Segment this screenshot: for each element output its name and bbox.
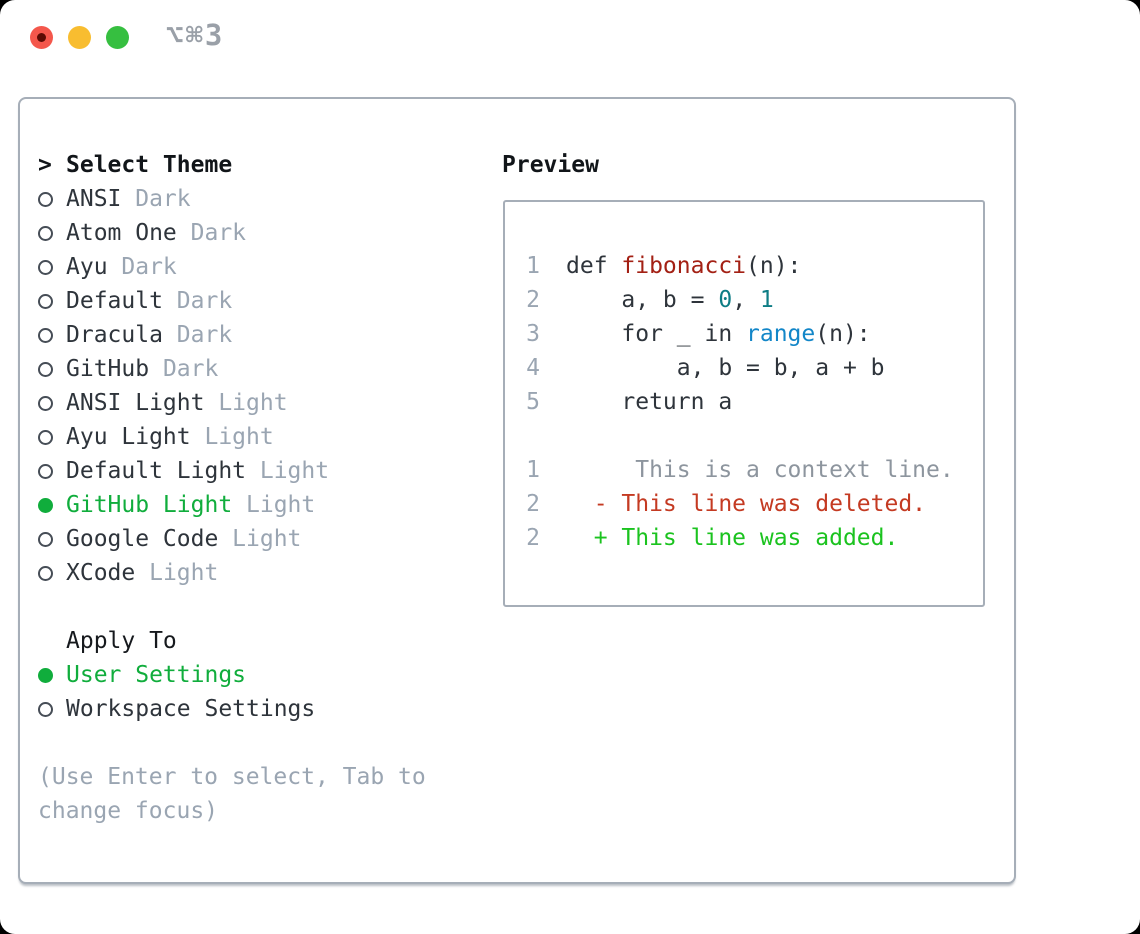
code-text: return a bbox=[566, 389, 733, 415]
code-text: for _ in range(n): bbox=[566, 321, 871, 347]
traffic-lights bbox=[30, 26, 129, 49]
theme-name: GitHub bbox=[66, 356, 150, 382]
theme-variant-tag: Dark bbox=[121, 254, 177, 280]
theme-variant-tag: Light bbox=[149, 560, 219, 586]
code-line: 2 a, b = 0, 1 bbox=[526, 283, 983, 317]
code-line: 4 a, b = b, a + b bbox=[526, 351, 983, 385]
radio-unselected-icon bbox=[38, 225, 53, 241]
theme-variant-tag: Dark bbox=[190, 220, 247, 246]
radio-unselected-icon bbox=[38, 327, 53, 343]
diff-text: - This line was deleted. bbox=[566, 491, 927, 517]
theme-name: ANSI bbox=[66, 186, 122, 212]
diff-context-line: 1 This is a context line. bbox=[526, 453, 983, 487]
line-number: 3 bbox=[526, 321, 540, 347]
theme-name: Dracula bbox=[66, 322, 163, 348]
diff-deleted-line: 2 - This line was deleted. bbox=[526, 487, 983, 521]
theme-variant-tag: Light bbox=[246, 492, 316, 518]
apply-option-name: Workspace Settings bbox=[66, 696, 316, 722]
close-button-icon[interactable] bbox=[30, 26, 53, 49]
radio-selected-icon bbox=[38, 667, 53, 683]
theme-variant-tag: Light bbox=[218, 390, 288, 416]
line-number: 2 bbox=[526, 491, 540, 517]
theme-option-ansi-light[interactable]: ANSI Light Light bbox=[38, 386, 426, 420]
keyboard-hint-line-2: change focus) bbox=[38, 798, 219, 824]
preview-title: Preview bbox=[502, 152, 599, 178]
theme-option-default-dark[interactable]: Default Dark bbox=[38, 284, 426, 318]
radio-unselected-icon bbox=[38, 395, 53, 411]
theme-option-github-light-selected[interactable]: GitHub Light Light bbox=[38, 488, 426, 522]
keyboard-hint-line-1: (Use Enter to select, Tab to bbox=[38, 764, 426, 790]
code-line: 1 def fibonacci(n): bbox=[526, 249, 983, 283]
zoom-button-icon[interactable] bbox=[106, 26, 129, 49]
radio-unselected-icon bbox=[38, 259, 53, 275]
diff-text: + This line was added. bbox=[566, 525, 899, 551]
theme-name: GitHub Light bbox=[66, 492, 233, 518]
code-line: 5 return a bbox=[526, 385, 983, 419]
theme-option-atom-one-dark[interactable]: Atom One Dark bbox=[38, 216, 426, 250]
theme-name: Google Code bbox=[66, 526, 219, 552]
line-number: 2 bbox=[526, 287, 540, 313]
radio-selected-icon bbox=[38, 497, 53, 513]
theme-variant-tag: Light bbox=[259, 458, 330, 484]
theme-variant-tag: Light bbox=[232, 526, 302, 552]
spacer bbox=[526, 419, 983, 453]
code-line: 3 for _ in range(n): bbox=[526, 317, 983, 351]
theme-option-ayu-dark[interactable]: Ayu Dark bbox=[38, 250, 426, 284]
theme-variant-tag: Dark bbox=[176, 288, 233, 314]
select-theme-header: > Select Theme bbox=[38, 148, 426, 182]
radio-unselected-icon bbox=[38, 429, 53, 445]
prompt-chevron-icon: > bbox=[38, 152, 52, 178]
line-number: 4 bbox=[526, 355, 540, 381]
theme-option-default-light[interactable]: Default Light Light bbox=[38, 454, 426, 488]
theme-name: XCode bbox=[66, 560, 136, 586]
theme-option-ayu-light[interactable]: Ayu Light Light bbox=[38, 420, 426, 454]
preview-box: 1 def fibonacci(n): 2 a, b = 0, 1 3 for … bbox=[503, 200, 985, 607]
theme-list-column: > Select Theme ANSI Dark Atom One Dark A… bbox=[38, 148, 426, 828]
theme-option-google-code-light[interactable]: Google Code Light bbox=[38, 522, 426, 556]
window-shortcut-label: ⌥⌘3 bbox=[166, 18, 225, 52]
theme-option-ansi-dark[interactable]: ANSI Dark bbox=[38, 182, 426, 216]
radio-unselected-icon bbox=[38, 361, 53, 377]
line-number: 5 bbox=[526, 389, 540, 415]
apply-option-name: User Settings bbox=[66, 662, 247, 688]
theme-variant-tag: Light bbox=[204, 424, 274, 450]
theme-name: ANSI Light bbox=[66, 390, 205, 416]
radio-unselected-icon bbox=[38, 531, 53, 547]
code-text: a, b = 0, 1 bbox=[566, 287, 774, 313]
radio-unselected-icon bbox=[38, 191, 53, 207]
code-text: def fibonacci(n): bbox=[566, 253, 802, 279]
theme-option-dracula-dark[interactable]: Dracula Dark bbox=[38, 318, 426, 352]
theme-option-github-dark[interactable]: GitHub Dark bbox=[38, 352, 426, 386]
radio-unselected-icon bbox=[38, 565, 53, 581]
radio-unselected-icon bbox=[38, 293, 53, 309]
theme-name: Atom One bbox=[66, 220, 177, 246]
theme-name: Default bbox=[66, 288, 163, 314]
apply-to-header: Apply To bbox=[66, 628, 177, 654]
theme-name: Ayu Light bbox=[66, 424, 191, 450]
radio-unselected-icon bbox=[38, 463, 53, 479]
theme-option-xcode-light[interactable]: XCode Light bbox=[38, 556, 426, 590]
line-number: 2 bbox=[526, 525, 540, 551]
apply-option-workspace-settings[interactable]: Workspace Settings bbox=[38, 692, 426, 726]
diff-text: This is a context line. bbox=[566, 457, 954, 483]
line-number: 1 bbox=[526, 457, 540, 483]
minimize-button-icon[interactable] bbox=[68, 26, 91, 49]
theme-variant-tag: Dark bbox=[162, 356, 219, 382]
theme-picker-panel: > Select Theme ANSI Dark Atom One Dark A… bbox=[18, 97, 1016, 884]
apply-option-user-settings[interactable]: User Settings bbox=[38, 658, 426, 692]
line-number: 1 bbox=[526, 253, 540, 279]
radio-unselected-icon bbox=[38, 701, 53, 717]
spacer bbox=[38, 590, 426, 624]
theme-variant-tag: Dark bbox=[135, 186, 191, 212]
diff-added-line: 2 + This line was added. bbox=[526, 521, 983, 555]
theme-variant-tag: Dark bbox=[176, 322, 233, 348]
code-text: a, b = b, a + b bbox=[566, 355, 885, 381]
select-theme-title: Select Theme bbox=[66, 152, 233, 178]
theme-name: Ayu bbox=[66, 254, 108, 280]
spacer bbox=[38, 726, 426, 760]
theme-name: Default Light bbox=[66, 458, 247, 484]
